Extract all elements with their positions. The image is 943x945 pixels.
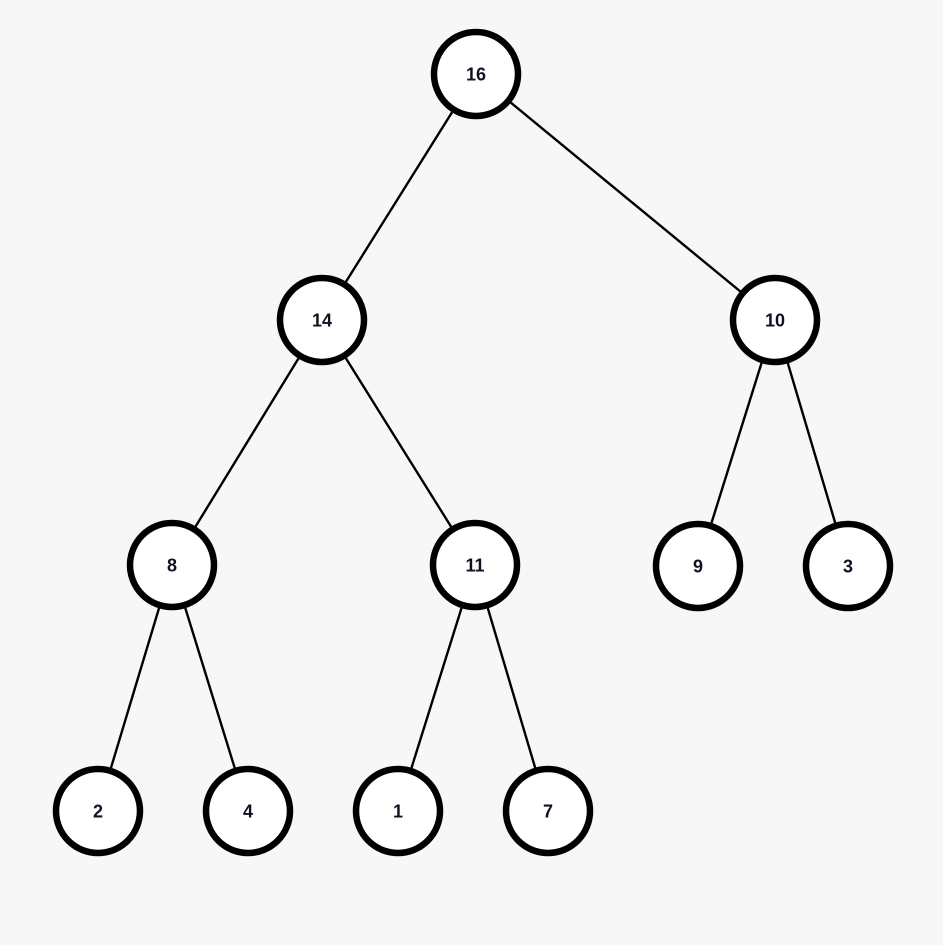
node-label-11: 11 (465, 556, 484, 576)
tree-node-14[interactable]: 14 (276, 274, 368, 366)
tree-node-2[interactable]: 2 (52, 765, 144, 857)
node-label-10: 10 (765, 311, 785, 331)
tree-node-8[interactable]: 8 (126, 519, 218, 611)
node-circle-1[interactable] (352, 765, 444, 857)
tree-node-4[interactable]: 4 (202, 765, 294, 857)
tree-node-16[interactable]: 16 (430, 28, 522, 120)
tree-edge-16-to-14 (320, 72, 478, 322)
tree-node-7[interactable]: 7 (502, 765, 594, 857)
tree-edge-14-to-8 (170, 318, 324, 567)
tree-node-9[interactable]: 9 (652, 520, 744, 612)
node-circle-10[interactable] (729, 274, 821, 366)
node-circle-8[interactable] (126, 519, 218, 611)
node-circle-3[interactable] (802, 520, 894, 612)
tree-node-10[interactable]: 10 (729, 274, 821, 366)
node-label-3: 3 (843, 557, 853, 577)
node-label-7: 7 (543, 802, 553, 822)
tree-node-1[interactable]: 1 (352, 765, 444, 857)
node-circle-14[interactable] (276, 274, 368, 366)
node-label-1: 1 (393, 802, 403, 822)
tree-node-11[interactable]: 11 (429, 519, 521, 611)
node-label-8: 8 (167, 556, 177, 576)
node-label-14: 14 (312, 311, 332, 331)
edge-layer (96, 72, 850, 813)
node-circle-2[interactable] (52, 765, 144, 857)
node-circle-16[interactable] (430, 28, 522, 120)
node-label-9: 9 (693, 557, 703, 577)
node-label-2: 2 (93, 802, 103, 822)
tree-node-3[interactable]: 3 (802, 520, 894, 612)
tree-edge-16-to-10 (474, 72, 777, 322)
tree-edge-14-to-11 (320, 318, 477, 567)
node-circle-7[interactable] (502, 765, 594, 857)
node-circle-9[interactable] (652, 520, 744, 612)
node-circle-11[interactable] (429, 519, 521, 611)
node-label-4: 4 (243, 802, 253, 822)
node-label-16: 16 (466, 65, 486, 85)
node-circle-4[interactable] (202, 765, 294, 857)
node-layer: 16 14 10 8 11 9 3 2 4 1 7 (52, 28, 894, 857)
